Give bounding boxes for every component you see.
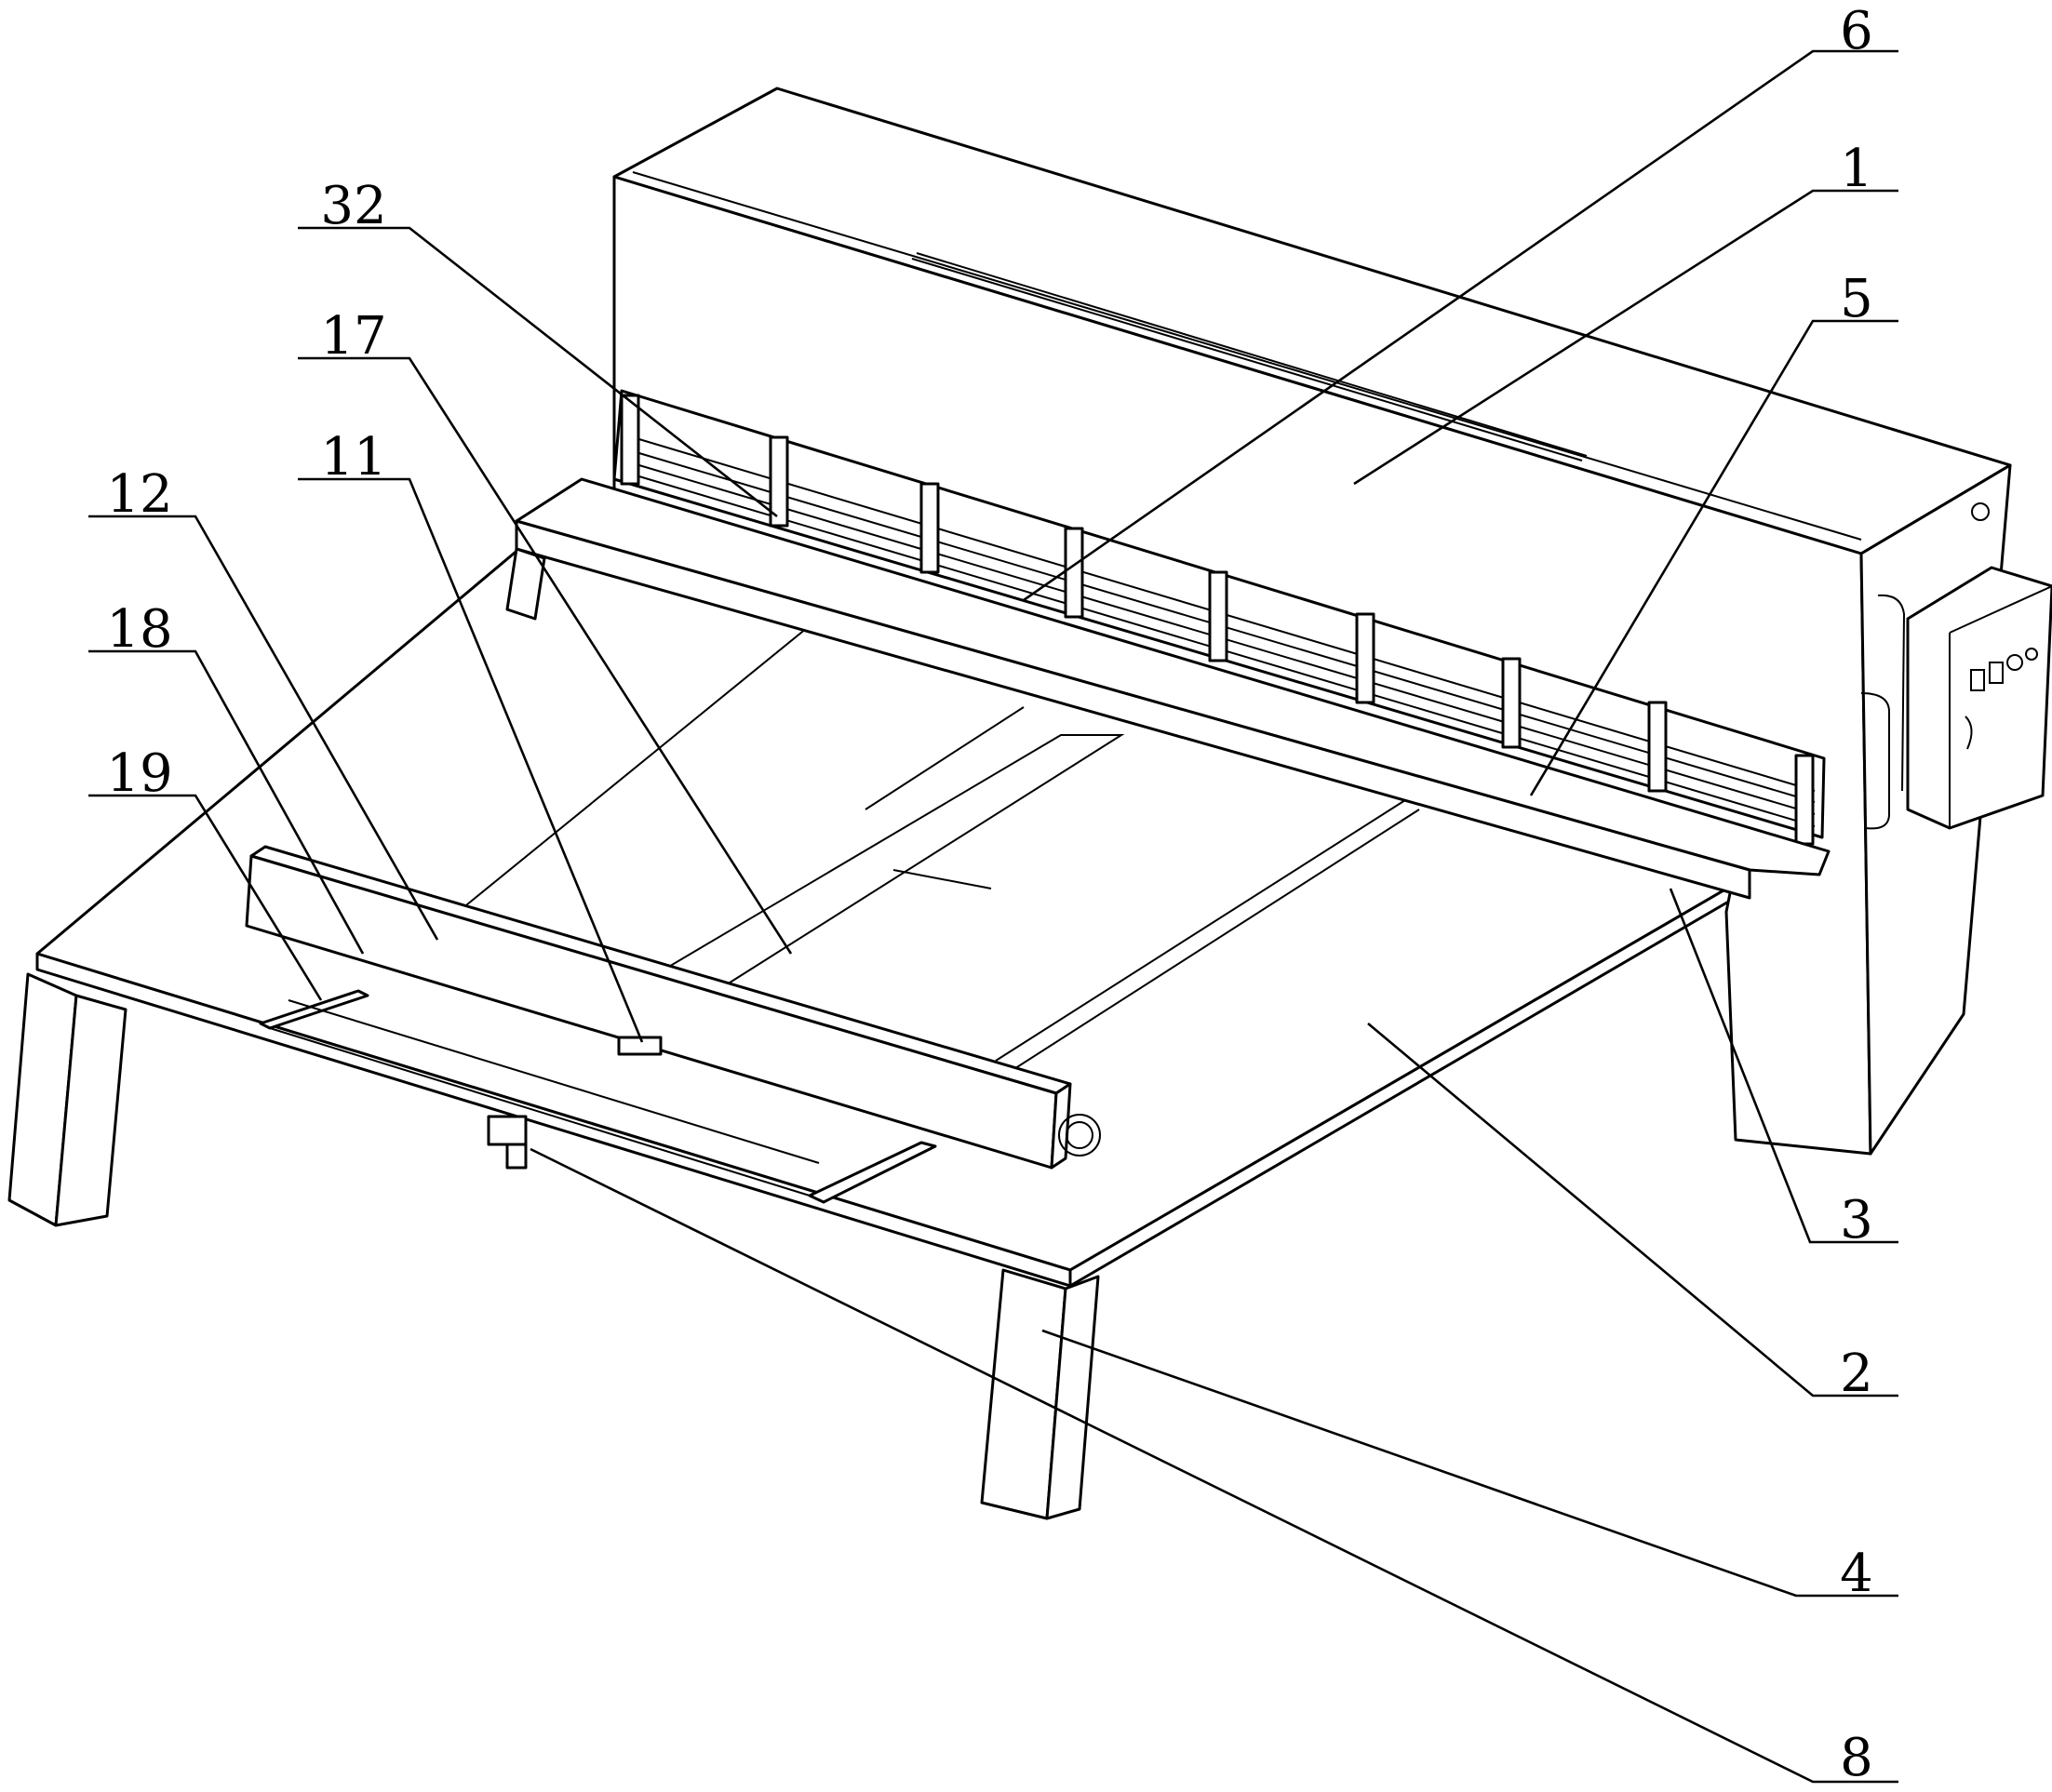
callout-19: 19 [106,743,172,804]
leader-19 [88,794,323,1001]
callout-4: 4 [1840,1544,1873,1604]
underside-bracket [487,1115,528,1170]
control-box [1860,566,2052,830]
leader-1 [1353,189,1898,486]
callout-32: 32 [320,176,386,236]
leader-2 [1367,1023,1898,1397]
callout-3: 3 [1840,1190,1873,1250]
leader-17 [298,356,793,955]
blade-beam [505,477,1831,900]
leader-6 [1023,49,1898,602]
leader-11 [298,477,644,1043]
callout-17: 17 [320,306,386,367]
leader-4 [1041,1329,1898,1598]
slide-rails [259,989,937,1204]
callout-8: 8 [1840,1728,1873,1788]
table-leg-front [980,1268,1100,1520]
leader-32 [298,226,778,518]
callout-labels: 6 1 5 32 17 11 12 18 19 3 2 4 8 [106,1,1872,1788]
callout-1: 1 [1840,139,1873,199]
leader-5 [1529,319,1898,796]
callout-2: 2 [1840,1344,1873,1404]
callout-5: 5 [1840,269,1873,329]
feed-fence-roller [245,845,1101,1170]
callout-18: 18 [106,599,172,660]
blade-guard [612,389,1826,846]
leader-8 [530,1147,1898,1784]
callout-12: 12 [106,464,172,525]
leader-lines [88,49,1898,1784]
leader-12 [88,515,439,941]
leader-18 [88,649,365,955]
leader-3 [1669,888,1898,1244]
callout-11: 11 [320,427,386,488]
table-leg-left [7,972,127,1227]
callout-6: 6 [1840,1,1873,61]
